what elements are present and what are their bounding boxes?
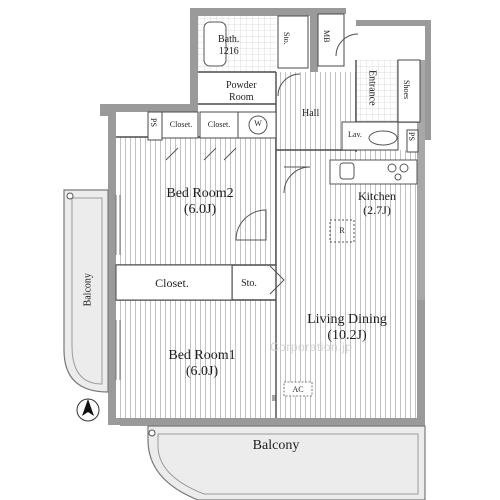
living-dining-label: Living Dining(10.2J) bbox=[307, 312, 387, 344]
storage-top-label: Sto. bbox=[282, 32, 292, 45]
bedroom2-label: Bed Room2(6.0J) bbox=[166, 186, 234, 218]
storage-mid-label: Sto. bbox=[241, 278, 257, 289]
door-swings bbox=[165, 33, 359, 295]
watermark: Corporation.jp bbox=[270, 340, 353, 354]
washer-label: W bbox=[254, 119, 262, 128]
bathtub bbox=[203, 21, 227, 67]
bedroom1-label: Bed Room1(6.0J) bbox=[168, 348, 236, 380]
kitchen-label: Kitchen(2.7J) bbox=[358, 189, 396, 217]
entrance-label: Entrance bbox=[366, 70, 378, 106]
meter-box-label: MB bbox=[322, 30, 332, 43]
living-floor bbox=[276, 150, 417, 418]
ac-unit bbox=[283, 381, 313, 397]
refrigerator-box bbox=[329, 219, 355, 243]
closet-b-label: Closet. bbox=[207, 120, 231, 129]
bedroom2-floor bbox=[116, 137, 276, 265]
balcony-bottom-label: Balcony bbox=[252, 438, 300, 453]
closet-boxes bbox=[115, 13, 421, 301]
balcony-left-shape bbox=[63, 189, 109, 393]
ac-label: AC bbox=[292, 385, 304, 394]
closet-a-label: Closet. bbox=[169, 120, 193, 129]
north-arrow bbox=[76, 398, 100, 422]
balcony-left-label: Balcony bbox=[82, 273, 94, 307]
bedroom1-floor bbox=[116, 300, 272, 418]
closet-mid-label: Closet. bbox=[155, 276, 189, 290]
toilet bbox=[368, 130, 398, 146]
bath-label: Bath.1216 bbox=[218, 34, 240, 57]
refrigerator-label: R bbox=[339, 226, 345, 235]
hall-label: Hall bbox=[302, 108, 320, 119]
ps-left-label: PS bbox=[149, 118, 159, 127]
shoes-label: Shoes bbox=[402, 80, 412, 100]
ps-right-label: PS bbox=[407, 132, 417, 141]
entrance-floor bbox=[356, 60, 398, 122]
window-marks bbox=[115, 195, 121, 380]
balcony-bottom-shape bbox=[147, 425, 426, 500]
kitchen-counter bbox=[329, 159, 418, 185]
washer-drum bbox=[248, 115, 268, 135]
lavatory-label: Lav. bbox=[348, 130, 362, 139]
